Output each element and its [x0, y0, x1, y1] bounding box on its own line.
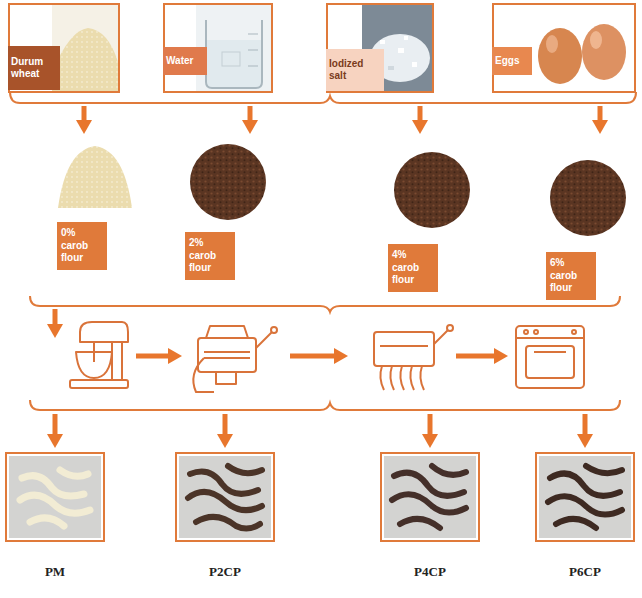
ingredient-label: 6% carob flour — [550, 257, 592, 295]
pasta-photo — [179, 456, 271, 538]
pasta-photo — [9, 456, 101, 538]
sample-label: PM — [0, 564, 133, 580]
ingredient-label: 2% carob flour — [189, 237, 231, 275]
pasta-roller-icon — [193, 326, 277, 392]
pasta-sample-box: P2CP — [175, 452, 275, 542]
bracket — [30, 400, 620, 410]
ingredient-box: Iodized salt — [326, 3, 434, 93]
pasta-sample-box: PM — [5, 452, 105, 542]
ingredient-label: Durum wheat — [8, 46, 60, 90]
pasta-cutter-icon — [374, 325, 453, 390]
oven-icon — [516, 326, 584, 388]
pasta-sample-box: P4CP — [380, 452, 480, 542]
water-photo — [196, 5, 271, 91]
bracket — [10, 92, 636, 103]
pasta-sample-box: P6CP — [535, 452, 635, 542]
ingredient-label: Water — [163, 47, 207, 75]
ingredient-box: Durum wheat — [8, 3, 120, 93]
flour-piles — [58, 144, 626, 236]
mixer-icon — [70, 322, 128, 388]
pasta-photo — [384, 456, 476, 538]
ingredient-label: 0% carob flour — [61, 227, 103, 265]
arrows — [55, 414, 585, 436]
flour-label-box: 6% carob flour — [546, 252, 596, 300]
flour-label-box: 0% carob flour — [57, 222, 107, 270]
pasta-photo — [539, 456, 631, 538]
ingredient-label: 4% carob flour — [392, 249, 434, 287]
eggs-photo — [520, 5, 634, 91]
ingredient-box: Water — [163, 3, 273, 93]
ingredient-label: Eggs — [492, 47, 532, 75]
arrows — [84, 106, 600, 122]
durum-photo — [52, 5, 118, 91]
bracket — [30, 296, 620, 312]
flour-label-box: 2% carob flour — [185, 232, 235, 280]
ingredient-box: Eggs — [492, 3, 636, 93]
sample-label: P2CP — [147, 564, 303, 580]
sample-label: P4CP — [352, 564, 508, 580]
flour-label-box: 4% carob flour — [388, 244, 438, 292]
sample-label: P6CP — [507, 564, 642, 580]
ingredient-label: Iodized salt — [326, 49, 384, 91]
